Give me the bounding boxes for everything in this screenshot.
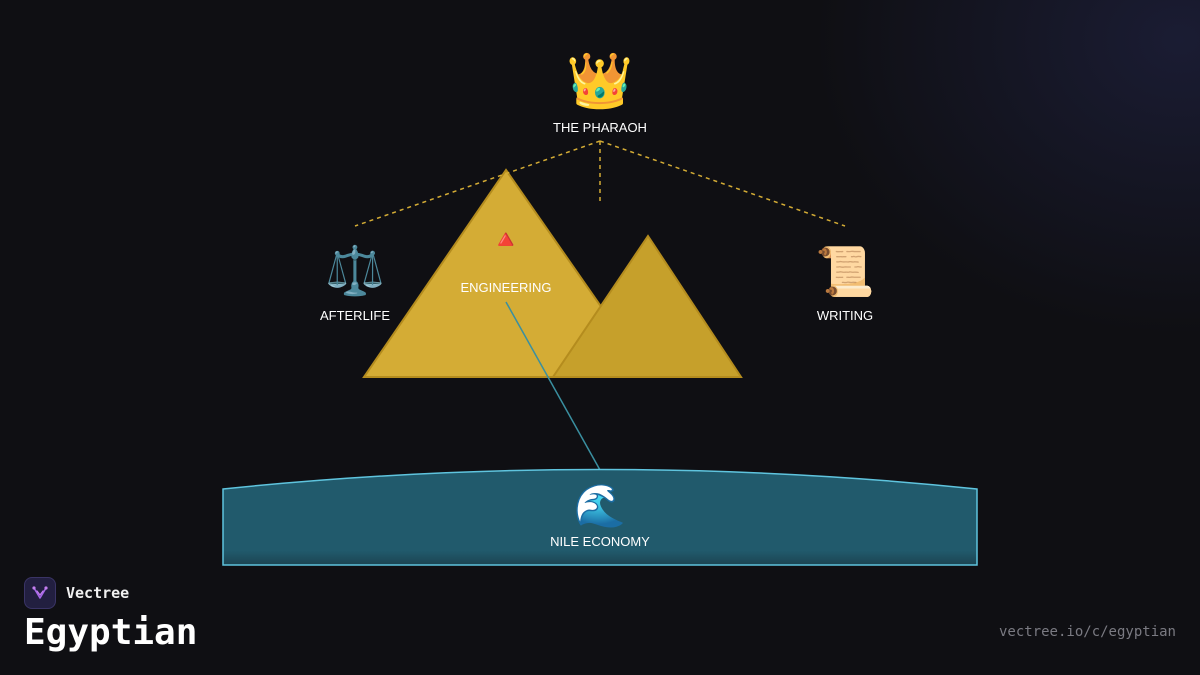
- large-pyramid: [362, 168, 652, 378]
- engineering-label: ENGINEERING: [460, 280, 551, 295]
- brand-name: Vectree: [66, 584, 130, 602]
- small-pyramid: [551, 234, 743, 378]
- brand: Vectree: [24, 577, 129, 609]
- crown-icon: 👑: [566, 49, 633, 112]
- page-title: Egyptian: [24, 612, 198, 653]
- pharaoh-label: THE PHARAOH: [553, 120, 647, 135]
- nile-economy-label: NILE ECONOMY: [550, 534, 650, 549]
- afterlife-label: AFTERLIFE: [320, 308, 390, 323]
- red-triangle-icon: 🔺: [490, 225, 522, 255]
- connector-engineering-nile: [505, 301, 601, 471]
- scroll-icon: 📜: [815, 244, 875, 300]
- wave-icon: 🌊: [574, 481, 626, 530]
- nile-economy-band: [222, 468, 978, 566]
- writing-label: WRITING: [817, 308, 873, 323]
- scales-icon: ⚖️: [325, 243, 385, 299]
- vectree-logo-icon: [24, 577, 56, 609]
- source-url-link[interactable]: vectree.io/c/egyptian: [998, 624, 1176, 640]
- connector-pharaoh-writing: [599, 140, 846, 227]
- connector-pharaoh-afterlife: [354, 140, 601, 227]
